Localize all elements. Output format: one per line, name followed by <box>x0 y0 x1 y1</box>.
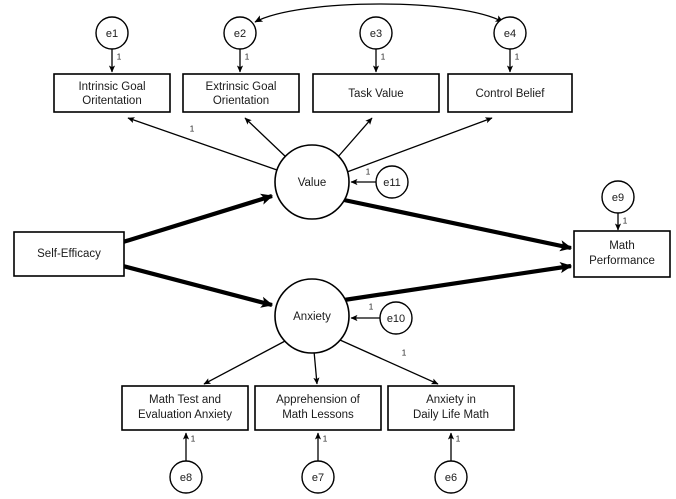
error-label-e11: e11 <box>383 177 401 189</box>
path-value-to-intrinsic-goal <box>127 117 278 171</box>
latent-label-anxiety: Anxiety <box>293 311 331 323</box>
error-circle-e11[interactable]: e11 <box>375 165 409 199</box>
coefficient-label-e6: 1 <box>456 433 461 443</box>
path-anxiety-to-math-test-anxiety <box>203 339 288 385</box>
path-value-to-math-performance <box>343 197 573 252</box>
covariance-e2-e4 <box>254 3 504 23</box>
observed-label-math-performance-line1: Math <box>609 240 635 252</box>
coefficient-label-e8: 1 <box>191 433 196 443</box>
path-anxiety-to-math-performance <box>343 262 573 303</box>
observed-label-task-value-line1: Task Value <box>348 88 403 100</box>
observed-label-extrinsic-goal-line1: Extrinsic Goal <box>206 81 277 93</box>
error-label-e2: e2 <box>234 28 246 40</box>
error-circle-e6[interactable]: e6 <box>434 460 468 494</box>
error-circle-e9[interactable]: e9 <box>601 180 635 214</box>
coefficient-label-e11: 1 <box>366 166 371 176</box>
latent-circle-anxiety[interactable]: Anxiety <box>274 278 350 354</box>
path-value-to-task-value <box>336 117 373 159</box>
observed-label-apprehension-lessons-line2: Math Lessons <box>282 409 354 421</box>
error-circle-e1[interactable]: e1 <box>95 16 129 50</box>
observed-box-extrinsic-goal[interactable]: Extrinsic Goal Orientation <box>182 73 300 113</box>
observed-box-intrinsic-goal[interactable]: Intrinsic Goal Oritentation <box>53 73 171 113</box>
error-circle-e7[interactable]: e7 <box>301 460 335 494</box>
observed-label-control-belief-line1: Control Belief <box>475 88 545 100</box>
observed-box-daily-life-anxiety[interactable]: Anxiety in Daily Life Math <box>387 385 515 431</box>
observed-label-math-test-anxiety-line1: Math Test and <box>149 394 221 406</box>
error-circle-e4[interactable]: e4 <box>493 16 527 50</box>
coefficient-label-e9: 1 <box>623 215 628 225</box>
coefficient-label-e4: 1 <box>515 51 520 61</box>
error-circle-e3[interactable]: e3 <box>359 16 393 50</box>
coefficient-label-e3: 1 <box>381 51 386 61</box>
observed-label-intrinsic-goal-line1: Intrinsic Goal <box>78 81 145 93</box>
observed-label-apprehension-lessons-line1: Apprehension of <box>276 394 361 406</box>
observed-label-self-efficacy-line1: Self-Efficacy <box>37 248 101 260</box>
observed-box-self-efficacy[interactable]: Self-Efficacy <box>13 231 125 277</box>
error-label-e3: e3 <box>370 28 382 40</box>
path-value-to-control-belief <box>346 117 493 173</box>
coefficient-label-value-to-intrinsic: 1 <box>190 123 195 133</box>
coefficient-label-e2: 1 <box>245 51 250 61</box>
coefficient-label-e10: 1 <box>369 301 374 311</box>
error-label-e4: e4 <box>504 28 516 40</box>
observed-box-math-performance[interactable]: Math Performance <box>573 230 671 278</box>
observed-label-daily-life-anxiety-line1: Anxiety in <box>426 394 476 406</box>
latent-circle-value[interactable]: Value <box>274 144 350 220</box>
observed-label-intrinsic-goal-line2: Oritentation <box>82 95 141 107</box>
latent-label-value: Value <box>298 177 327 189</box>
error-label-e8: e8 <box>180 472 192 484</box>
path-anxiety-to-apprehension-lessons <box>313 350 320 385</box>
observed-label-extrinsic-goal-line2: Orientation <box>213 95 269 107</box>
path-value-to-extrinsic-goal <box>244 117 288 159</box>
observed-box-math-test-anxiety[interactable]: Math Test and Evaluation Anxiety <box>121 385 249 431</box>
path-self-efficacy-to-value <box>122 193 274 245</box>
coefficient-label-anxiety-to-daily-life: 1 <box>402 347 407 357</box>
error-circle-e2[interactable]: e2 <box>223 16 257 50</box>
observed-box-task-value[interactable]: Task Value <box>312 73 440 113</box>
error-circle-e8[interactable]: e8 <box>169 460 203 494</box>
error-label-e7: e7 <box>312 472 324 484</box>
error-label-e1: e1 <box>106 28 118 40</box>
coefficient-label-e7: 1 <box>323 433 328 443</box>
error-label-e10: e10 <box>387 313 405 325</box>
path-self-efficacy-to-anxiety <box>122 263 274 308</box>
error-label-e6: e6 <box>445 472 457 484</box>
path-anxiety-to-daily-life-anxiety <box>339 339 439 385</box>
observed-box-apprehension-lessons[interactable]: Apprehension of Math Lessons <box>254 385 382 431</box>
observed-label-math-test-anxiety-line2: Evaluation Anxiety <box>138 409 232 421</box>
observed-label-math-performance-line2: Performance <box>589 255 655 267</box>
error-label-e9: e9 <box>612 192 624 204</box>
observed-box-control-belief[interactable]: Control Belief <box>447 73 573 113</box>
observed-label-daily-life-anxiety-line2: Daily Life Math <box>413 409 489 421</box>
error-circle-e10[interactable]: e10 <box>379 301 413 335</box>
coefficient-label-e1: 1 <box>117 51 122 61</box>
